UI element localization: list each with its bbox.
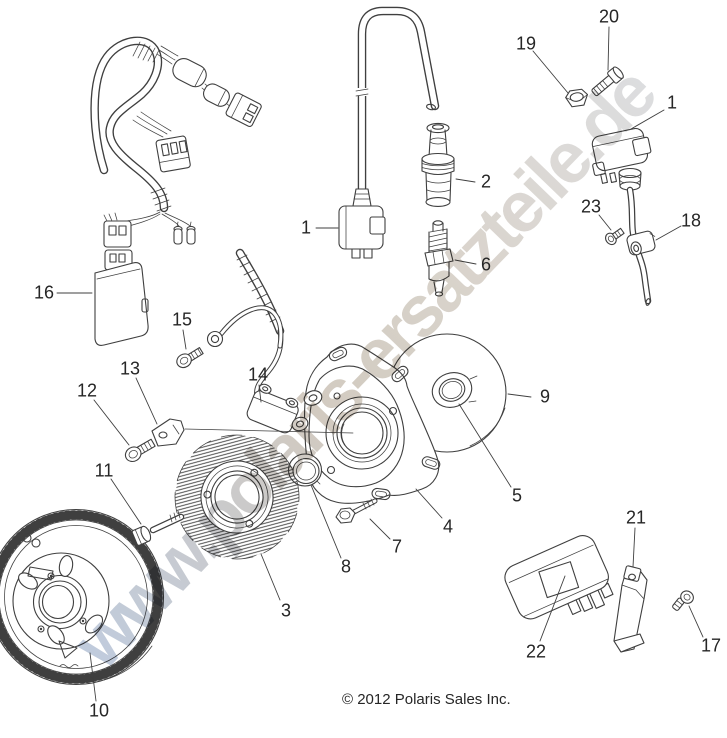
callout-14: 14 — [247, 364, 269, 385]
harness-connector — [225, 92, 262, 128]
callout-16: 16 — [33, 282, 55, 303]
callout-12: 12 — [76, 380, 98, 401]
callout-8: 8 — [340, 556, 352, 577]
callout-18: 18 — [680, 210, 702, 231]
cable-clamp-drawing — [626, 230, 656, 256]
flywheel-drawing — [0, 508, 165, 686]
magneto-cover-drawing — [301, 343, 441, 504]
callout-17: 17 — [700, 635, 722, 656]
callout-6: 6 — [480, 254, 492, 275]
callout-9: 9 — [539, 386, 551, 407]
screw-17-drawing — [672, 590, 694, 611]
multi-pin-connector — [155, 135, 191, 173]
callout-13: 13 — [119, 358, 141, 379]
stator-drawing — [174, 434, 300, 560]
callout-1-right: 1 — [666, 92, 678, 113]
pickup-coil-drawing — [246, 383, 323, 434]
flywheel-bolt-drawing — [131, 510, 185, 546]
cdi-box-drawing — [94, 249, 149, 346]
callout-10: 10 — [88, 700, 110, 721]
callout-4: 4 — [442, 516, 454, 537]
callout-5: 5 — [511, 485, 523, 506]
callout-19: 19 — [515, 33, 537, 54]
callout-21: 21 — [625, 507, 647, 528]
callout-15: 15 — [171, 309, 193, 330]
ignition-coil-right-drawing — [591, 127, 652, 306]
callout-20: 20 — [598, 6, 620, 27]
copyright-text: © 2012 Polaris Sales Inc. — [342, 691, 511, 708]
regulator-bracket-drawing — [613, 565, 648, 653]
callout-1-left: 1 — [300, 217, 312, 238]
callout-11: 11 — [94, 460, 114, 481]
oil-seal-drawing — [287, 453, 323, 487]
regulator-drawing — [504, 535, 614, 620]
callout-3: 3 — [280, 600, 292, 621]
wiring-harness-drawing — [90, 36, 262, 248]
spark-plug-cap-drawing — [421, 122, 455, 207]
callout-2: 2 — [480, 171, 492, 192]
callout-22: 22 — [525, 641, 547, 662]
callout-7: 7 — [391, 536, 403, 557]
ground-wire-drawing — [176, 305, 284, 369]
nut-drawing — [565, 88, 589, 108]
bullet-terminals — [173, 221, 196, 245]
bolt-20-drawing — [591, 66, 624, 97]
callout-23: 23 — [580, 196, 602, 217]
spark-plug-wire-drawing — [354, 6, 440, 211]
leader-lines — [56, 26, 704, 702]
screw-23-drawing — [605, 227, 625, 246]
ignition-coil-left-drawing — [338, 188, 386, 259]
screw-12-drawing — [124, 438, 156, 463]
spark-plug-drawing — [424, 220, 454, 297]
cover-bolt-drawing — [335, 498, 378, 524]
bracket-drawing — [151, 418, 354, 447]
